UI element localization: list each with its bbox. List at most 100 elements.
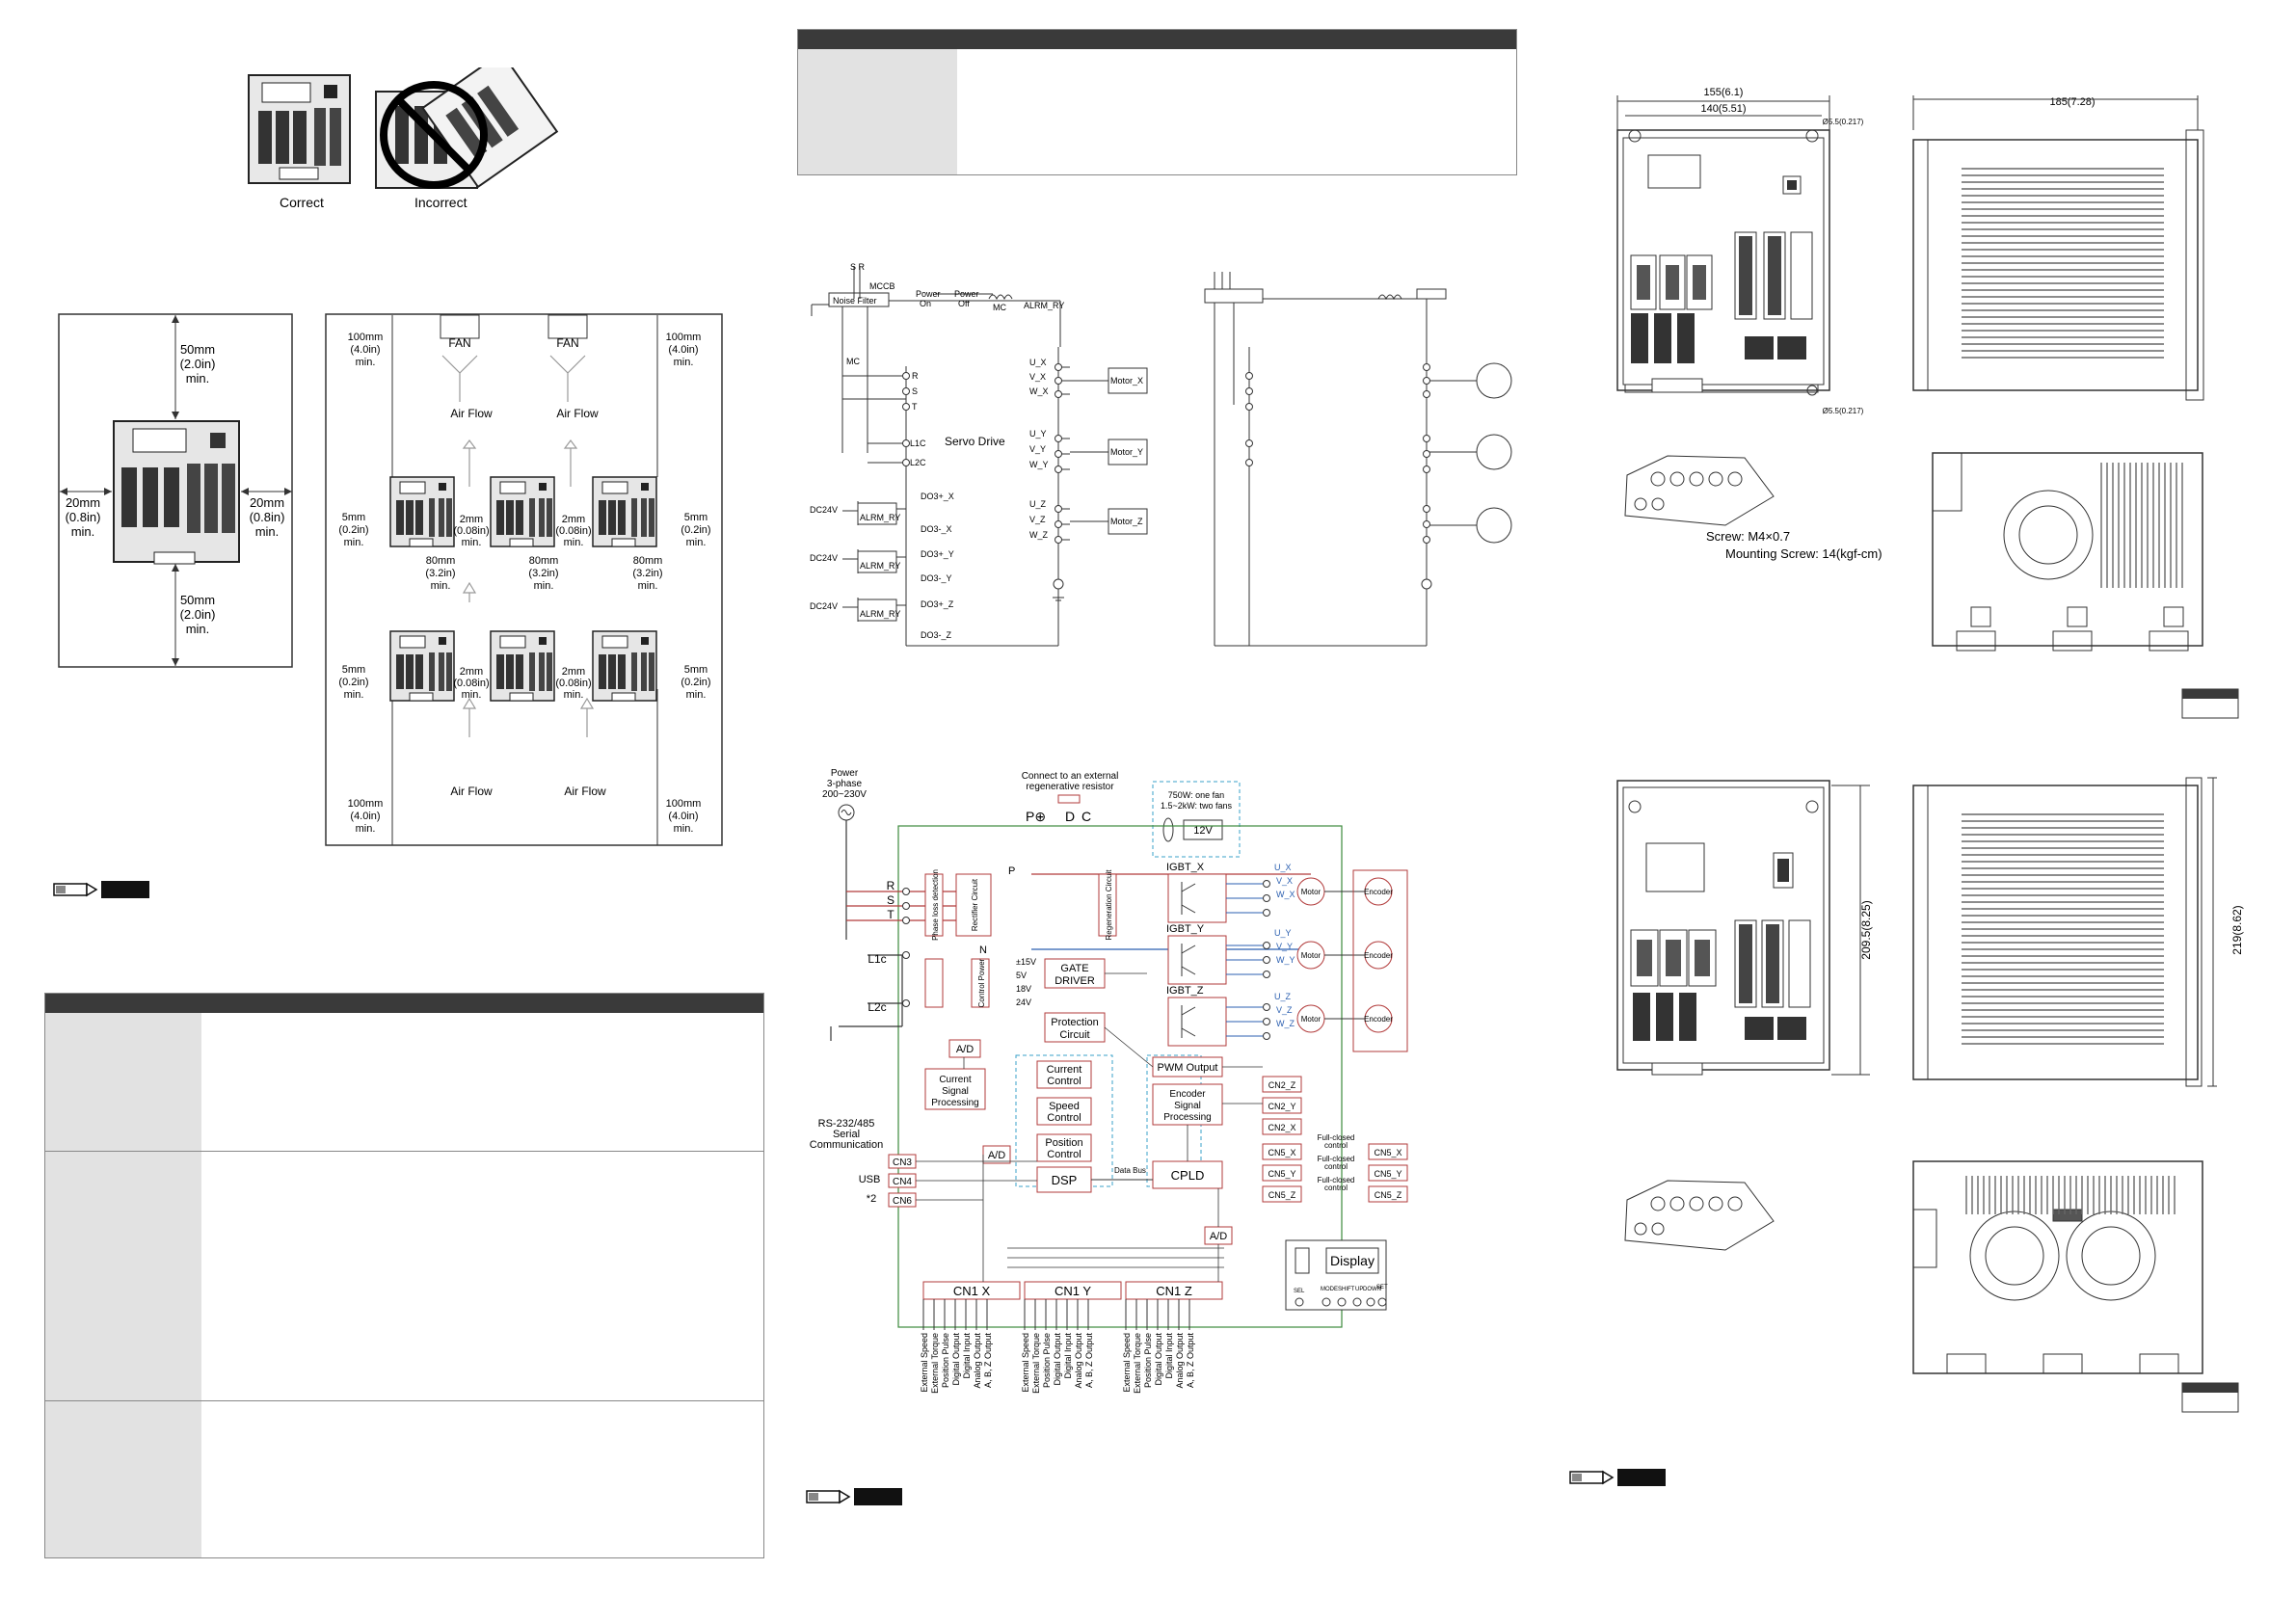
gap-h3-a: 2mm (460, 666, 483, 678)
clearance-single-figure: 50mm (2.0in) min. 50mm (2.0in) min. 20mm… (58, 313, 293, 668)
uvw-wy: W_Y (1029, 460, 1049, 469)
clear-right-3: min. (255, 524, 280, 539)
rs232-2: Serial (833, 1129, 860, 1140)
cur-ctrl-2: Control (1047, 1076, 1081, 1087)
io-label: Position Pulse (1143, 1333, 1153, 1388)
power-label-1: Power (831, 768, 859, 779)
io-label: External Speed (1122, 1333, 1132, 1393)
do3m-z: DO3-_Z (921, 630, 952, 640)
servo-drive-label: Servo Drive (945, 435, 1005, 448)
input-r: R (887, 879, 895, 892)
side-l1-a: 5mm (342, 512, 365, 523)
alrm-ry-1: ALRM_RY (860, 513, 900, 522)
l2c-label: L2c (868, 1000, 886, 1014)
io-label: External Torque (930, 1333, 940, 1394)
side-l2-b: (0.2in) (338, 677, 368, 688)
bot-left-b: (4.0in) (350, 811, 380, 822)
top-left-b: (4.0in) (350, 344, 380, 356)
fc-1b: control (1324, 1141, 1348, 1150)
ext-res-2: regenerative resistor (1026, 782, 1114, 792)
motor-text: Motor (1301, 888, 1322, 896)
front-panel-1 (1630, 154, 1813, 393)
top-left-a: 100mm (348, 332, 384, 343)
clear-left-3: min. (71, 524, 95, 539)
cn6-label: CN6 (893, 1196, 912, 1207)
io-label: Digital Output (1053, 1333, 1062, 1386)
gap-v2-b: (3.2in) (528, 568, 558, 579)
incorrect-label: Incorrect (414, 195, 467, 210)
dsp-label: DSP (1052, 1173, 1078, 1187)
igbt-module (1167, 935, 1270, 985)
cn5-label: CN5_Y (1268, 1169, 1295, 1179)
correct-label: Correct (280, 195, 324, 210)
volt-18: 18V (1016, 984, 1031, 994)
gap-h2-c: min. (564, 537, 584, 548)
igbt-x-label: IGBT_X (1166, 862, 1205, 873)
top-left-c: min. (356, 357, 376, 368)
gap-h4-a: 2mm (562, 666, 585, 678)
wiring-diagram-b (1204, 272, 1512, 647)
top-right-b: (4.0in) (668, 344, 698, 356)
term-r: R (912, 371, 919, 381)
c-terminal: C (1081, 809, 1091, 824)
cur-sig-3: Processing (931, 1098, 978, 1108)
key-down: DOWN (1363, 1287, 1381, 1292)
io-label: A, B, Z Output (1084, 1333, 1094, 1389)
volt-15: ±15V (1016, 957, 1036, 967)
clear-top-1: 50mm (180, 342, 215, 357)
do3p-x: DO3+_X (921, 492, 954, 501)
side-r2-a: 5mm (684, 664, 707, 676)
regen-label: Regeneration Circuit (1105, 869, 1113, 941)
side-l1-c: min. (344, 537, 364, 548)
b-vx: V_X (1276, 876, 1293, 886)
n-label: N (979, 945, 987, 956)
gap-v3-c: min. (638, 580, 658, 592)
io-label: Analog Output (1074, 1333, 1083, 1389)
bot-right-c: min. (674, 823, 694, 835)
display-label: Display (1330, 1253, 1375, 1268)
protection-1: Protection (1051, 1017, 1099, 1028)
b-wy: W_Y (1276, 955, 1295, 965)
bot-right-b: (4.0in) (668, 811, 698, 822)
io-label: Position Pulse (1042, 1333, 1052, 1388)
drive-unit (490, 476, 555, 547)
input-t: T (887, 908, 894, 921)
alrm-ry-2: ALRM_RY (860, 561, 900, 571)
note-icon-3 (1569, 1469, 1666, 1486)
spec-table-top (797, 29, 1517, 175)
motor-y: Motor_Y (1110, 447, 1143, 457)
input-s: S (887, 893, 894, 907)
pwm-label: PWM Output (1158, 1062, 1218, 1074)
motor-x: Motor_X (1110, 376, 1143, 386)
volt-24: 24V (1016, 998, 1031, 1007)
clear-bot-3: min. (186, 622, 210, 636)
gap-h1-a: 2mm (460, 514, 483, 525)
clear-top-2: (2.0in) (180, 357, 216, 371)
note-icon (53, 881, 149, 898)
igbt-module (1167, 997, 1270, 1047)
gap-v3-b: (3.2in) (632, 568, 662, 579)
dim-hole-top: Ø5.5(0.217) (1823, 118, 1864, 126)
motor-text: Motor (1301, 951, 1322, 960)
fan-label-2: FAN (556, 336, 578, 350)
io-label: A, B, Z Output (983, 1333, 993, 1389)
key-up: UP (1355, 1287, 1363, 1292)
igbt-module (1167, 873, 1270, 923)
encoder-text: Encoder (1364, 951, 1393, 960)
mounting-label: Mounting Screw: 14(kgf-cm) (1725, 546, 1882, 561)
term-l1c: L1C (910, 439, 926, 448)
control-power-label: Control Power (977, 958, 986, 1007)
wiring-b-terminals (1245, 363, 1432, 590)
fan-note-1: 750W: one fan (1168, 790, 1224, 800)
gap-h2-a: 2mm (562, 514, 585, 525)
sel-label: SEL (1294, 1289, 1305, 1294)
gap-v2-c: min. (534, 580, 554, 592)
airflow-4: Air Flow (564, 785, 606, 798)
power-label-2: 3-phase (827, 779, 863, 789)
ext-res-1: Connect to an external (1022, 771, 1119, 782)
drive-image (113, 420, 240, 565)
cn1-label: CN1 Z (1156, 1284, 1192, 1298)
screw-detail-2 (1624, 1180, 1775, 1251)
rectifier-label: Rectifier Circuit (971, 878, 979, 931)
